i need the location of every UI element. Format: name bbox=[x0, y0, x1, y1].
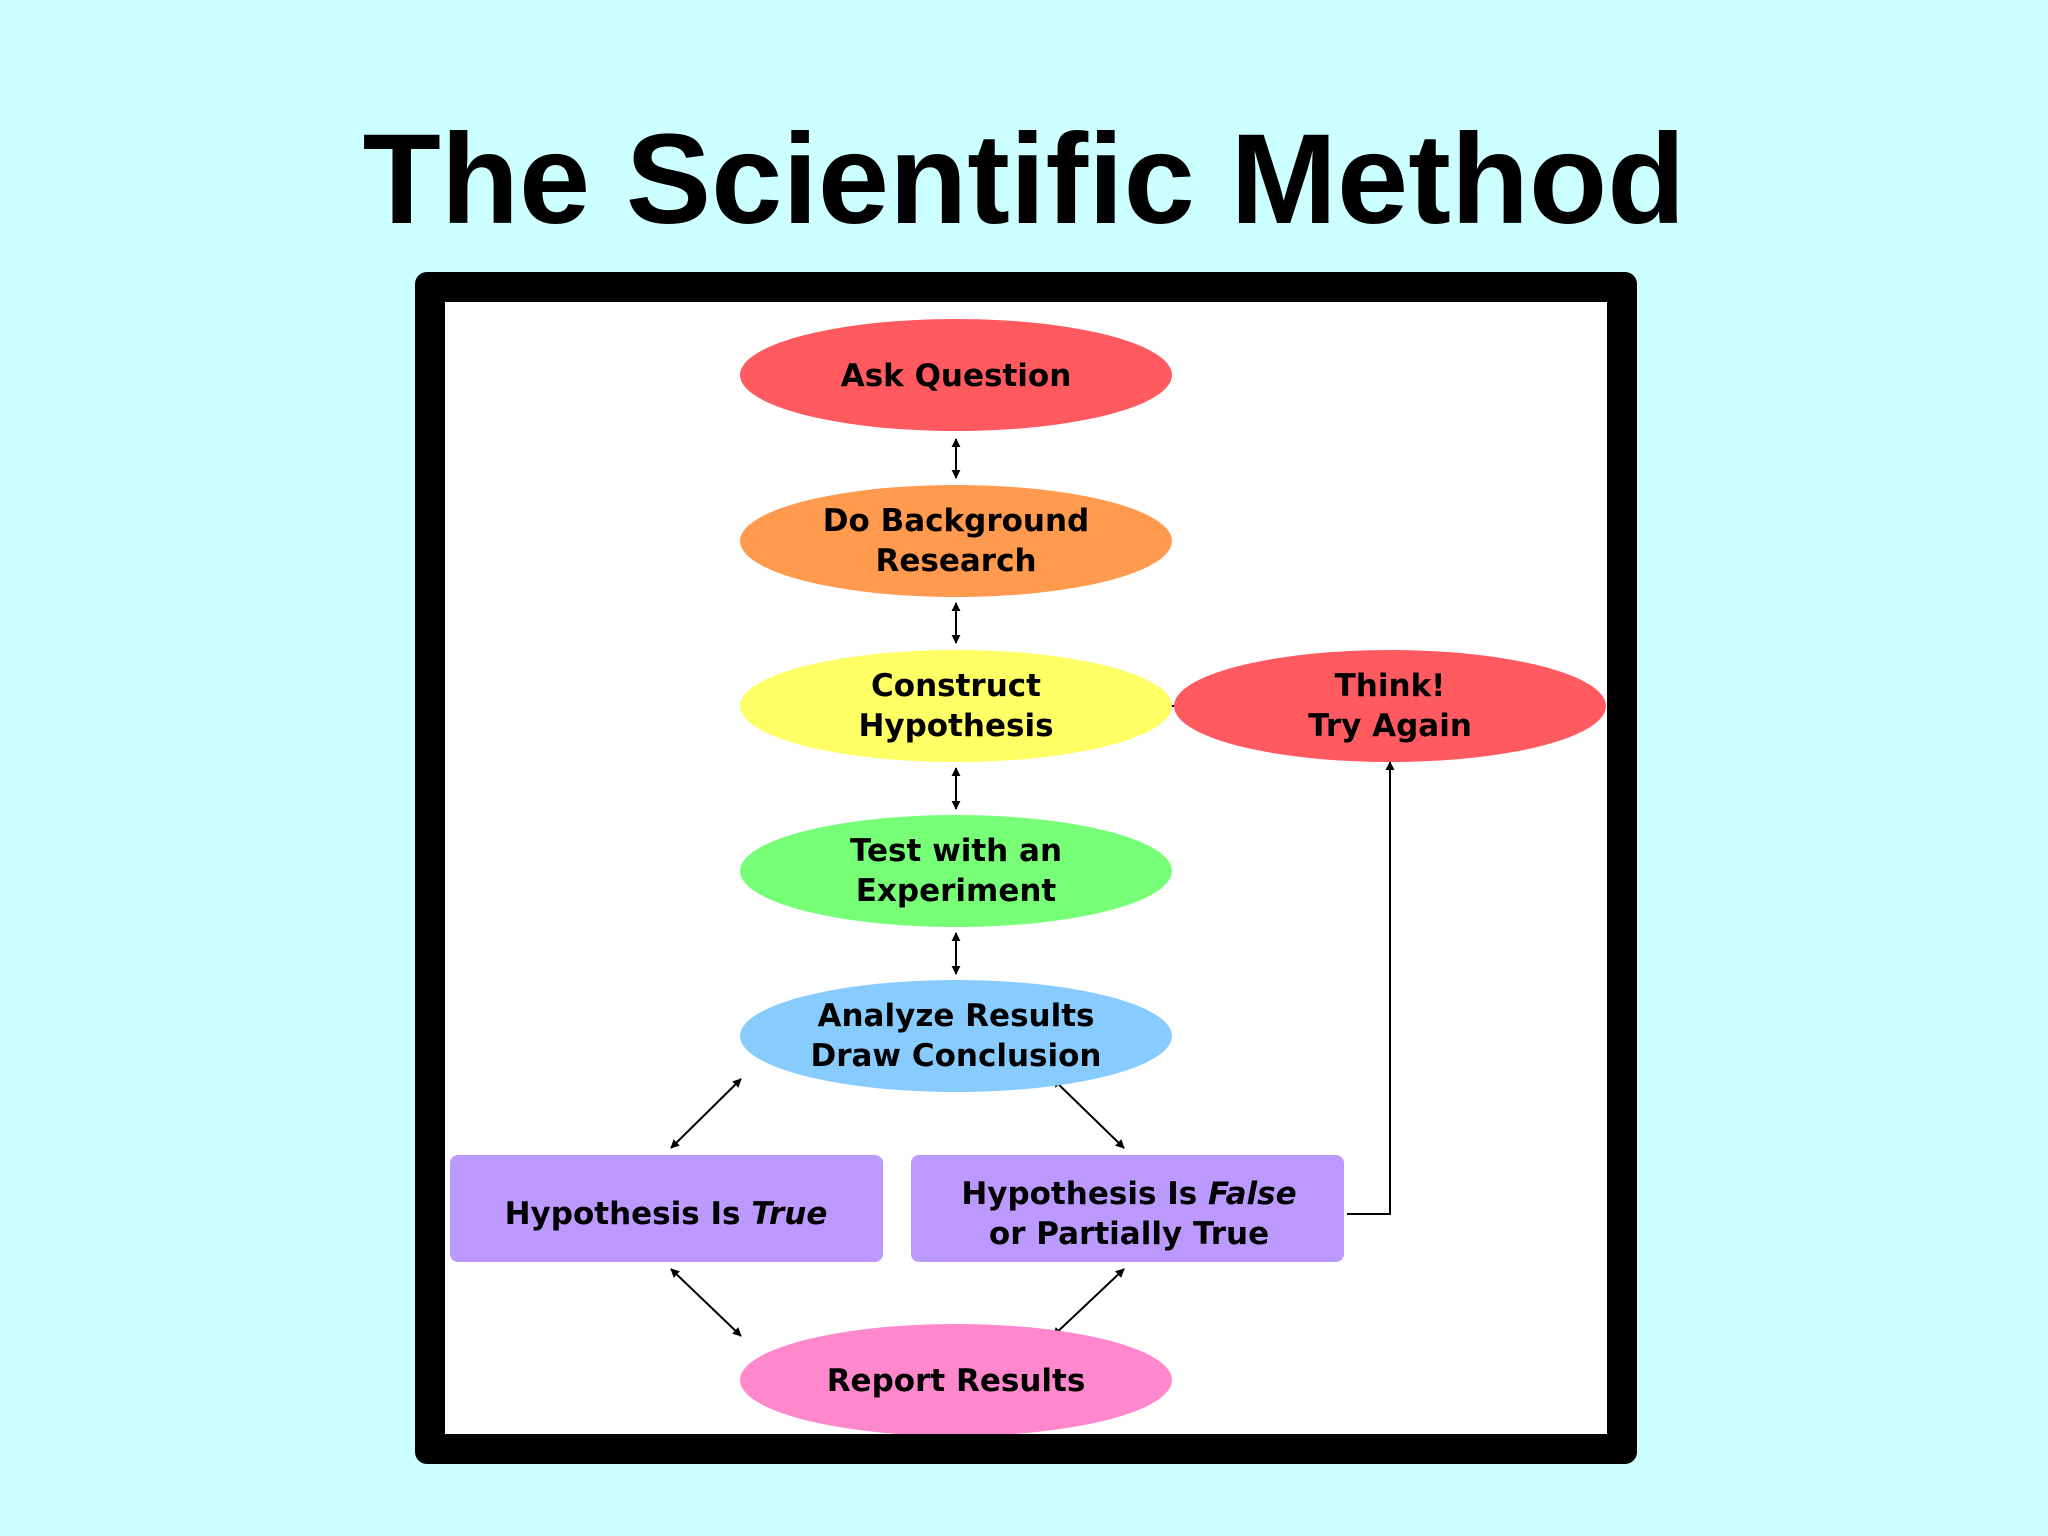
report-results-shape bbox=[740, 1324, 1172, 1434]
report-results-label: Report Results bbox=[827, 1363, 1086, 1399]
analyze-results-label-line2: Draw Conclusion bbox=[810, 1038, 1101, 1074]
hypothesis-false-prefix: Hypothesis Is bbox=[961, 1176, 1208, 1212]
background-research-label-line2: Research bbox=[875, 543, 1036, 579]
node-think-try-again: Think! Try Again bbox=[1174, 650, 1606, 762]
hypothesis-false-label-line1: Hypothesis Is False bbox=[961, 1176, 1296, 1212]
hypothesis-true-emphasis: True bbox=[751, 1196, 827, 1232]
node-hypothesis-false: Hypothesis Is False or Partially True bbox=[911, 1155, 1344, 1262]
node-background-research: Do Background Research bbox=[740, 485, 1172, 597]
node-analyze-results: Analyze Results Draw Conclusion bbox=[740, 980, 1172, 1092]
analyze-results-label-line1: Analyze Results bbox=[818, 998, 1095, 1034]
node-ask-question: Ask Question bbox=[740, 319, 1172, 431]
hypothesis-false-shape bbox=[911, 1155, 1344, 1262]
diagram-canvas: Ask Question Do Background Research Cons… bbox=[445, 302, 1607, 1434]
node-hypothesis-true: Hypothesis Is True bbox=[450, 1155, 883, 1262]
diagram-frame: Ask Question Do Background Research Cons… bbox=[415, 272, 1637, 1464]
ask-question-label: Ask Question bbox=[841, 358, 1072, 394]
think-try-again-label-line1: Think! bbox=[1335, 668, 1446, 704]
analyze-results-shape bbox=[740, 980, 1172, 1092]
background-research-label-line1: Do Background bbox=[823, 503, 1089, 539]
connector-analyze-false bbox=[1052, 1078, 1125, 1149]
connector-false-tryagain bbox=[1347, 761, 1395, 1215]
think-try-again-label-line2: Try Again bbox=[1308, 708, 1472, 744]
slide-title: The Scientific Method bbox=[362, 108, 1686, 251]
connector-false-report bbox=[1052, 1268, 1125, 1337]
hypothesis-true-shape bbox=[450, 1155, 883, 1262]
construct-hypothesis-label-line2: Hypothesis bbox=[858, 708, 1053, 744]
construct-hypothesis-shape bbox=[740, 650, 1172, 762]
connector-true-report bbox=[670, 1268, 742, 1337]
scientific-method-flowchart: Ask Question Do Background Research Cons… bbox=[450, 319, 1606, 1434]
background-research-shape bbox=[740, 485, 1172, 597]
hypothesis-false-label-line2: or Partially True bbox=[989, 1216, 1269, 1252]
test-experiment-label-line1: Test with an bbox=[850, 833, 1062, 869]
hypothesis-true-prefix: Hypothesis Is bbox=[505, 1196, 752, 1232]
test-experiment-label-line2: Experiment bbox=[856, 873, 1057, 909]
test-experiment-shape bbox=[740, 815, 1172, 927]
node-test-experiment: Test with an Experiment bbox=[740, 815, 1172, 927]
ask-question-shape bbox=[740, 319, 1172, 431]
connector-analyze-true bbox=[670, 1078, 742, 1149]
hypothesis-true-label: Hypothesis Is True bbox=[505, 1196, 828, 1232]
construct-hypothesis-label-line1: Construct bbox=[871, 668, 1041, 704]
hypothesis-false-emphasis: False bbox=[1208, 1176, 1297, 1212]
think-try-again-shape bbox=[1174, 650, 1606, 762]
node-construct-hypothesis: Construct Hypothesis bbox=[740, 650, 1172, 762]
node-report-results: Report Results bbox=[740, 1324, 1172, 1434]
